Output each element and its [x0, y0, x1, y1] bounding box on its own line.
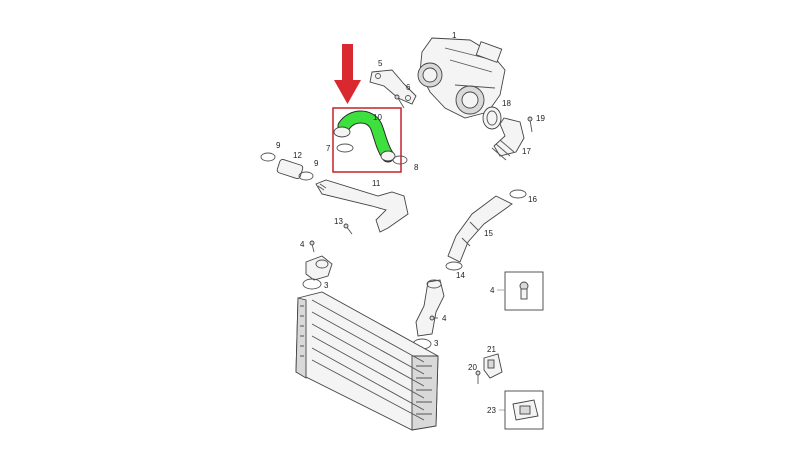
bolt-part-2: [343, 223, 353, 235]
intercooler-part: [295, 291, 439, 431]
highlight-box: [332, 107, 402, 173]
label-3a: 3: [324, 281, 329, 290]
label-19: 19: [536, 114, 545, 123]
clamp-part-4: [445, 261, 463, 271]
label-15: 15: [484, 229, 493, 238]
screw-part: [527, 116, 533, 133]
label-5: 5: [378, 59, 383, 68]
clamp-part-3: [509, 189, 527, 199]
label-17: 17: [522, 147, 531, 156]
label-12: 12: [293, 151, 302, 160]
clamp-part-2: [298, 171, 314, 181]
o-ring-part: [302, 278, 322, 290]
label-4box: 4: [490, 286, 495, 295]
highlighted-hose-part: [333, 110, 396, 163]
bolt-part: [394, 94, 405, 109]
label-13: 13: [334, 217, 343, 226]
label-8: 8: [414, 163, 419, 172]
fastener-part-2: [429, 315, 438, 321]
label-4b: 4: [442, 314, 447, 323]
charge-pipe-part: [315, 179, 409, 233]
label-1: 1: [452, 31, 457, 40]
label-10: 10: [373, 113, 382, 122]
gasket-part: [482, 106, 502, 130]
screw-part-2: [475, 370, 481, 384]
label-11: 11: [372, 179, 381, 188]
hose-clamp-part: [336, 143, 408, 165]
bracket-part: [369, 69, 417, 105]
inlet-elbow-part: [305, 255, 333, 281]
label-7: 7: [326, 144, 331, 153]
label-23: 23: [487, 406, 496, 415]
pointer-arrow: [334, 44, 361, 104]
label-14: 14: [456, 271, 465, 280]
label-20: 20: [468, 363, 477, 372]
intercooler-hose-part: [447, 195, 513, 263]
label-18: 18: [502, 99, 511, 108]
label-16: 16: [528, 195, 537, 204]
label-6: 6: [406, 83, 411, 92]
label-3b: 3: [434, 339, 439, 348]
label-9a: 9: [276, 141, 281, 150]
fastener-part: [309, 240, 315, 253]
label-4a: 4: [300, 240, 305, 249]
label-21: 21: [487, 345, 496, 354]
sensor-part: [483, 353, 503, 379]
detail-box-clip: [504, 390, 544, 430]
turbocharger-part: [417, 37, 506, 119]
label-9b: 9: [314, 159, 319, 168]
coupling-hose-part: [276, 158, 304, 180]
outlet-elbow-part: [491, 117, 525, 161]
clamp-part: [260, 152, 276, 162]
detail-box-fastener: [504, 271, 544, 311]
outlet-pipe-part: [415, 279, 445, 337]
